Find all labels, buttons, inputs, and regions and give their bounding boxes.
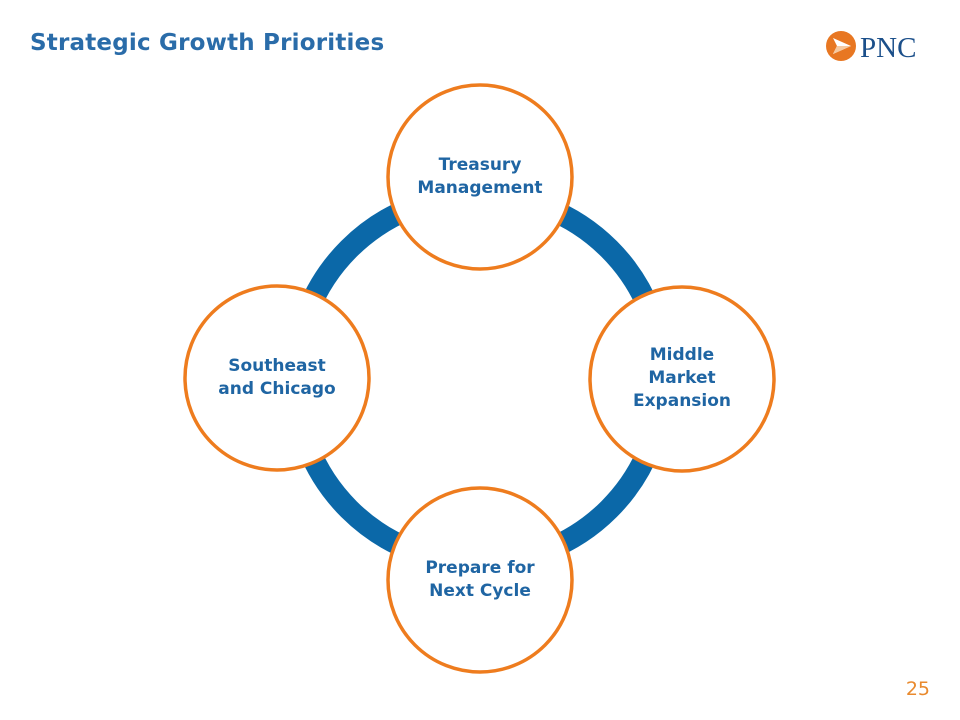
node-label-southeast-and-chicago: Southeast and Chicago: [218, 356, 336, 399]
pnc-logo-text: PNC: [860, 32, 916, 64]
node-circle-southeast-and-chicago: [183, 284, 371, 472]
pnc-logo: PNC: [826, 31, 916, 64]
node-circle-middle-market-expansion: [588, 285, 776, 473]
node-label-middle-market-expansion: Middle Market Expansion: [632, 345, 732, 411]
node-circle-treasury-management: [386, 83, 574, 271]
pnc-triangle-logo-icon: [826, 31, 856, 61]
node-label-prepare-for-next-cycle: Prepare for Next Cycle: [425, 558, 535, 601]
page-title: Strategic Growth Priorities: [30, 30, 385, 56]
node-circle-prepare-for-next-cycle: [386, 486, 574, 674]
node-label-treasury-management: Treasury Management: [417, 155, 543, 198]
page-number: 25: [905, 678, 930, 700]
